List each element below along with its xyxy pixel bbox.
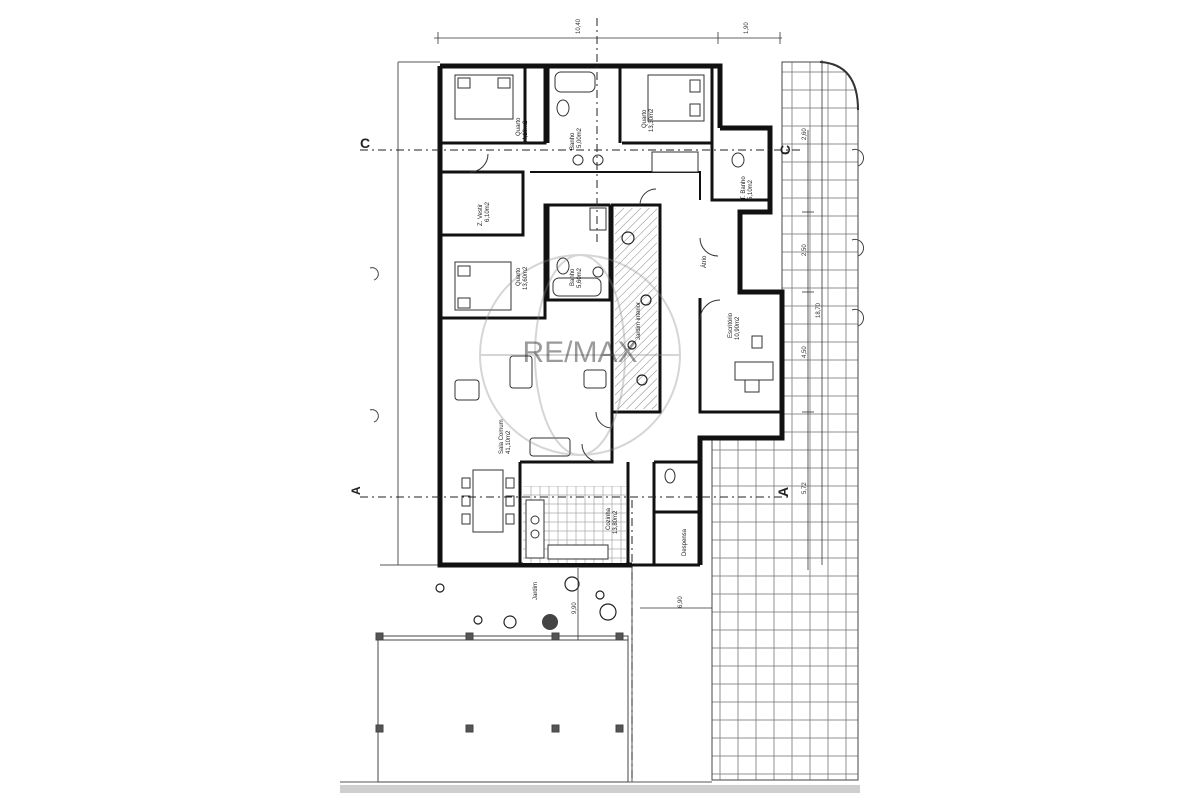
kitchen-counter-icon (525, 499, 609, 560)
room-label-sala: Sala Comum (499, 419, 505, 454)
dim-bottom-2: 6,90 (678, 596, 684, 608)
bed-icon (454, 261, 512, 311)
page-bottom-band (340, 785, 860, 793)
room-label-quarto1: Quarto (516, 117, 522, 136)
walls (437, 63, 785, 568)
section-lines (360, 18, 800, 780)
bathtub-icon (552, 71, 602, 297)
sofa-icon (454, 355, 607, 457)
dim-right-4: 5,72 (802, 482, 808, 494)
plant-icon (435, 231, 652, 629)
bed-icon (454, 74, 514, 120)
room-area-quarto1: 14,10m2 (523, 120, 529, 144)
room-area-cozinha: 13,80m2 (613, 510, 619, 534)
room-area-sala: 41,10m2 (506, 430, 512, 454)
room-area-quarto3: 13,60m2 (523, 266, 529, 290)
room-label-zinterior: Jardim interior (636, 302, 642, 340)
room-label-despensa: Despensa (682, 528, 688, 556)
tree-canopy-marks (369, 148, 865, 423)
dim-top-right: 1,90 (744, 22, 750, 34)
dining-table-icon (461, 469, 515, 533)
bed-icon (647, 74, 705, 122)
interior-garden-fill (615, 208, 657, 409)
section-marker-c-right: C (777, 145, 793, 155)
room-area-tbanho: 5,10m2 (748, 179, 754, 200)
room-label-quarto3: Quarto (516, 267, 522, 286)
door-swings (469, 153, 721, 463)
room-label-zvestir: Z. Vestir (478, 204, 484, 226)
section-marker-a-right: A (775, 487, 791, 497)
tree-icon (542, 614, 558, 630)
dim-right-total: 18,70 (816, 302, 822, 318)
dimension-lines (434, 32, 823, 640)
sink-icon (572, 151, 699, 278)
pergola (375, 632, 629, 783)
room-area-zvestir: 6,10m2 (485, 201, 491, 222)
room-label-banho1: Banho (570, 132, 576, 150)
room-label-quarto2: Quarto (642, 109, 648, 128)
room-label-tbanho: T. Banho (741, 176, 747, 200)
section-marker-a-left: A (349, 486, 363, 495)
room-label-jardim: Jardim (533, 582, 539, 600)
terrace-tiles (711, 61, 859, 781)
room-area-banho1: 5,00m2 (577, 127, 583, 148)
watermark (479, 254, 681, 456)
section-marker-c-left: C (360, 135, 370, 151)
room-area-quarto2: 13,30m2 (649, 108, 655, 132)
dim-right-1: 2,60 (802, 128, 808, 140)
room-area-escritorio: 10,90m2 (735, 316, 741, 340)
toilet-icon (556, 99, 745, 484)
dim-top-main: 10,40 (576, 18, 582, 34)
desk-icon (734, 335, 774, 393)
watermark-text: RE/MAX (522, 336, 637, 369)
dim-right-2: 2,50 (802, 244, 808, 256)
dim-bottom-1: 9,90 (572, 602, 578, 614)
room-label-cozinha: Cozinha (606, 507, 612, 530)
room-label-banho2: Banho (570, 268, 576, 286)
room-label-atrio: Átrio (701, 255, 708, 268)
dim-right-3: 4,50 (802, 346, 808, 358)
room-label-escritorio: Escritório (728, 312, 734, 338)
room-area-banho2: 5,60m2 (577, 267, 583, 288)
